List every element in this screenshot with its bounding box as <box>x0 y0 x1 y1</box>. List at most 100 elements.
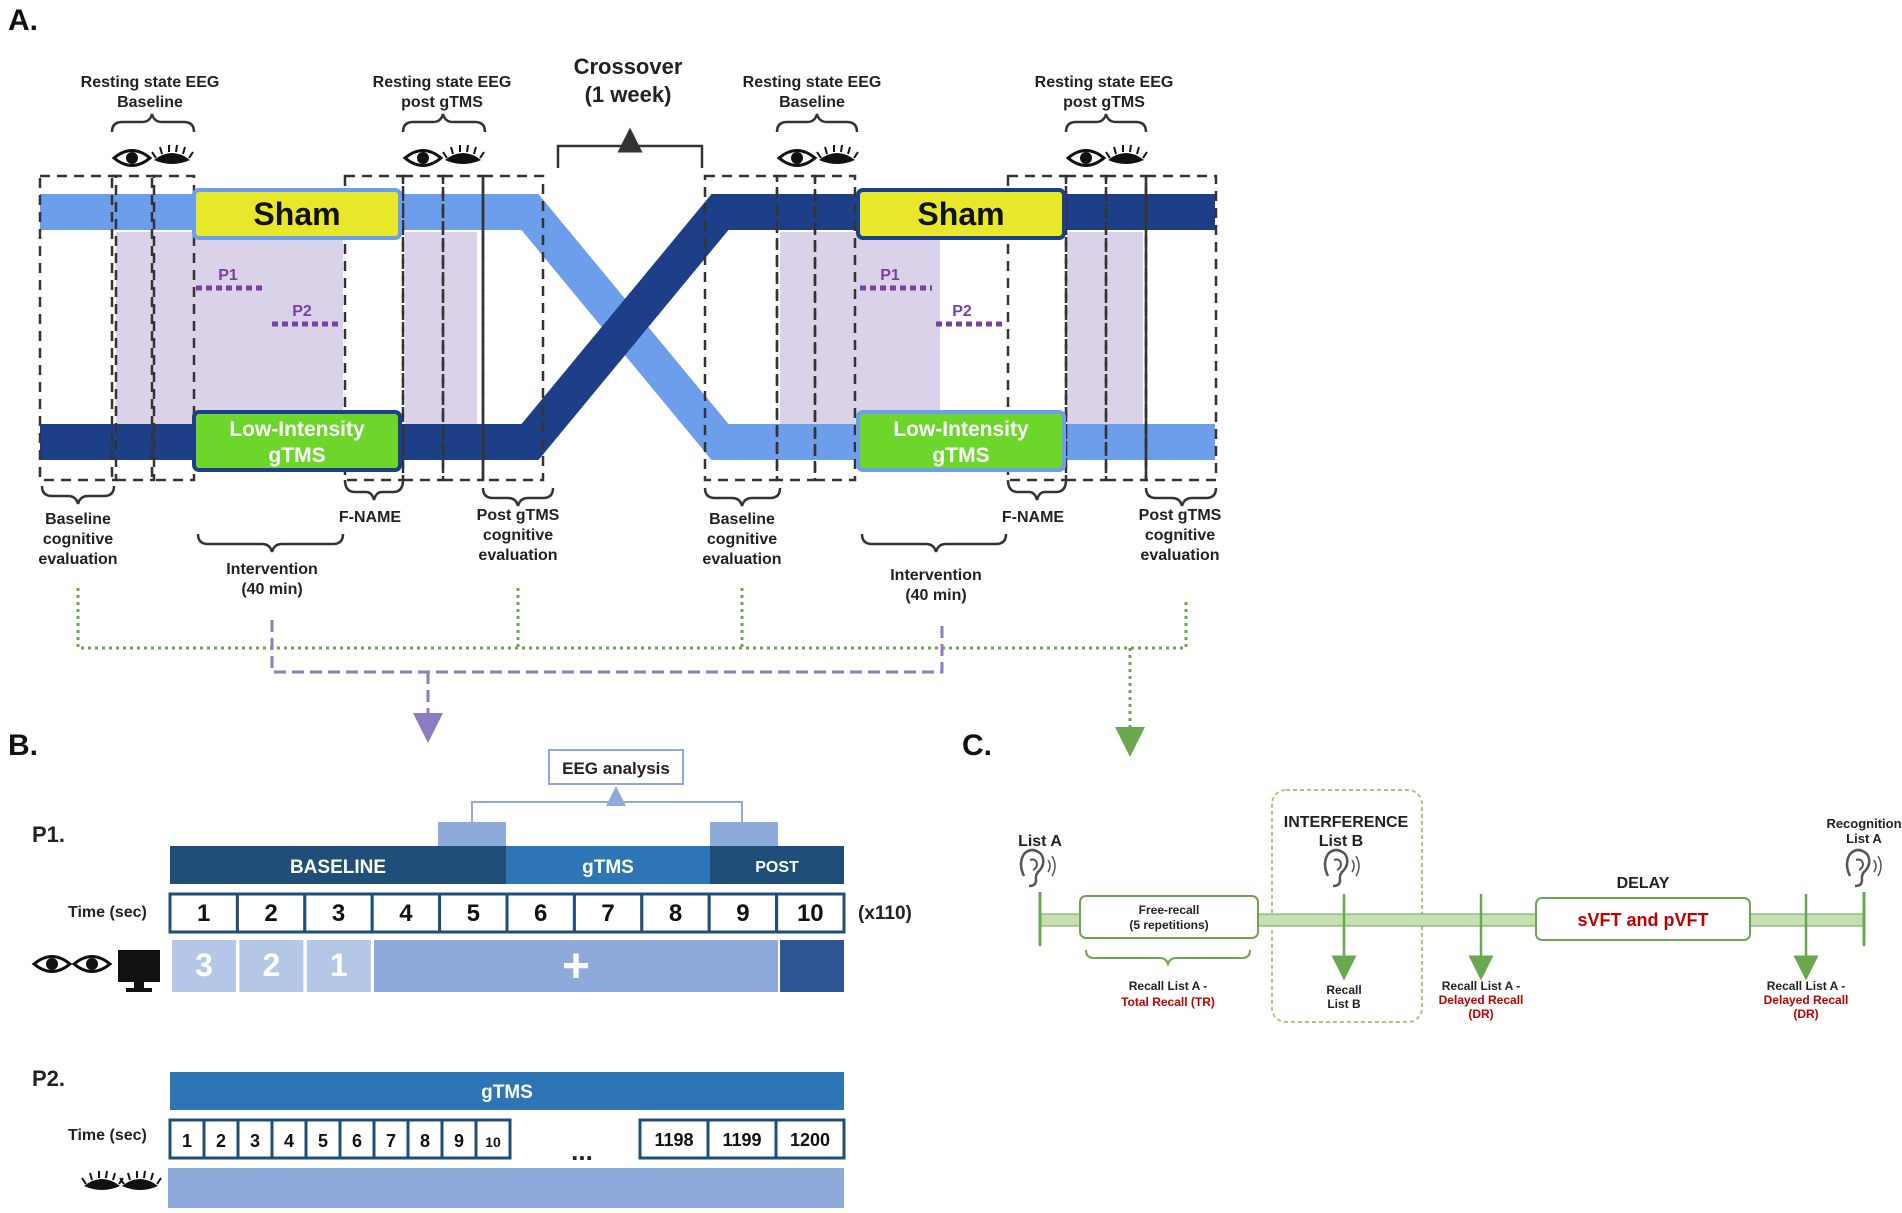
baseline-eval-1: Baseline <box>45 511 111 528</box>
time-cell-label: 5 <box>467 900 480 927</box>
rest-post-label-3: Resting state EEG <box>1035 74 1174 91</box>
gtms-label-2b: gTMS <box>932 444 989 467</box>
shade-region <box>405 232 477 424</box>
countdown-label: 2 <box>263 947 281 983</box>
time-cell-label: 1 <box>182 1131 192 1151</box>
time-cell-box <box>438 892 509 934</box>
p2-section-label: P2. <box>32 1066 65 1091</box>
p2-label-2: P2 <box>952 303 972 320</box>
baseline-eval-6: evaluation <box>702 551 781 568</box>
eeg-window-baseline <box>438 822 506 846</box>
post-eval-4: Post gTMS <box>1139 507 1222 524</box>
recall-b-label-1: Recall <box>1326 983 1361 997</box>
top-braces <box>110 113 1148 133</box>
recall-arrows <box>1331 894 1819 981</box>
monitor-icon <box>118 950 160 992</box>
time-cell: 10 <box>775 892 846 934</box>
post-eval-5: cognitive <box>1145 527 1215 544</box>
panel-c-label: C. <box>962 729 992 762</box>
rest-post-label-1: Resting state EEG <box>373 74 512 91</box>
time-cell-box <box>370 892 442 934</box>
post-eval-6: evaluation <box>1140 547 1219 564</box>
intervention-label-3: Intervention <box>890 567 982 584</box>
countdown-cell <box>306 940 371 992</box>
time-cell: 7 <box>572 892 644 934</box>
eye-open-icon <box>72 955 112 973</box>
delay-label: DELAY <box>1617 875 1670 892</box>
baseline-eval-2: cognitive <box>43 531 113 548</box>
tr-label-2: Total Recall (TR) <box>1121 995 1215 1009</box>
sham-box-2 <box>856 188 1066 240</box>
gtms-label-1: Low-Intensity <box>229 418 365 441</box>
dr1-label-3: (DR) <box>1468 1007 1493 1021</box>
post-eval-1: Post gTMS <box>477 507 560 524</box>
time-cell-box <box>774 1118 846 1160</box>
eye-closed-icon <box>119 1170 162 1191</box>
time-cell-label: 10 <box>485 1134 501 1150</box>
free-recall-label-1: Free-recall <box>1139 903 1200 917</box>
time-cell-box <box>706 1118 778 1160</box>
time-cell-box <box>202 1118 240 1160</box>
rest-post-label-2: post gTMS <box>401 94 483 111</box>
time-cell: 3 <box>303 892 374 934</box>
eeg-analysis-box <box>548 749 684 785</box>
gtms-label-2: gTMS <box>268 444 325 467</box>
ear-icon <box>1323 848 1361 888</box>
time-cell-label: 9 <box>736 900 749 927</box>
eeg-analysis-label: EEG analysis <box>562 759 670 778</box>
countdown-label: 1 <box>330 947 348 983</box>
panel-a-label: A. <box>8 4 38 37</box>
ear-icon <box>1019 848 1057 888</box>
dr1-label-1: Recall List A - <box>1442 979 1520 993</box>
crossover-label-2: (1 week) <box>585 82 672 107</box>
fixation-cell <box>374 940 778 992</box>
rest-baseline-label-4: Baseline <box>779 94 845 111</box>
time-cell-label: 9 <box>454 1131 464 1151</box>
time-cell-label: 6 <box>352 1131 362 1151</box>
intervention-label-2: (40 min) <box>241 581 302 598</box>
baseline-band-label: BASELINE <box>290 857 386 878</box>
p2-ellipsis: ... <box>571 1136 593 1166</box>
dr1-label-2: Delayed Recall <box>1439 993 1524 1007</box>
ear-icon <box>1845 848 1883 888</box>
eye-open-icon <box>403 149 443 167</box>
time-cell-label: 8 <box>420 1131 430 1151</box>
time-cell: 9 <box>707 892 779 934</box>
interference-label-1: INTERFERENCE <box>1284 814 1409 831</box>
time-cell-label: 1199 <box>722 1130 761 1150</box>
bottom-braces <box>40 479 1218 553</box>
gtms-band-label: gTMS <box>582 857 634 878</box>
gtms-box-2 <box>856 410 1066 472</box>
rest-baseline-label-2: Baseline <box>117 94 183 111</box>
recognition-label-2: List A <box>1846 831 1882 846</box>
p1-section-label: P1. <box>32 822 65 847</box>
time-cell-box <box>474 1118 512 1160</box>
time-cell-label: 10 <box>797 900 824 927</box>
free-recall-box <box>1079 895 1259 939</box>
gtms-band-p2 <box>170 1072 844 1110</box>
shade-region <box>268 232 343 424</box>
recognition-label-1: Recognition <box>1826 816 1901 831</box>
time-cell: 5 <box>438 892 509 934</box>
p2-stimulus-bar <box>168 1168 844 1208</box>
gtms-box <box>192 410 402 472</box>
eeg-window-post <box>710 822 778 846</box>
time-cell-label: 5 <box>318 1131 328 1151</box>
post-eval-3: evaluation <box>478 547 557 564</box>
panel-b-label: B. <box>8 729 38 762</box>
shade-region <box>116 232 268 424</box>
time-cell-label: 4 <box>284 1131 294 1151</box>
fname-label: F-NAME <box>339 509 402 526</box>
repeat-label: (x110) <box>858 903 912 924</box>
time-cell-label: 3 <box>250 1131 260 1151</box>
baseline-eval-5: cognitive <box>707 531 777 548</box>
eye-open-icon <box>112 149 152 167</box>
eye-closed-icon <box>151 144 194 165</box>
time-cell-label: 2 <box>216 1131 226 1151</box>
list-a-label: List A <box>1018 833 1062 850</box>
time-cell: 8 <box>640 892 711 934</box>
time-cell-box <box>235 892 307 934</box>
time-cell: 6 <box>505 892 576 934</box>
